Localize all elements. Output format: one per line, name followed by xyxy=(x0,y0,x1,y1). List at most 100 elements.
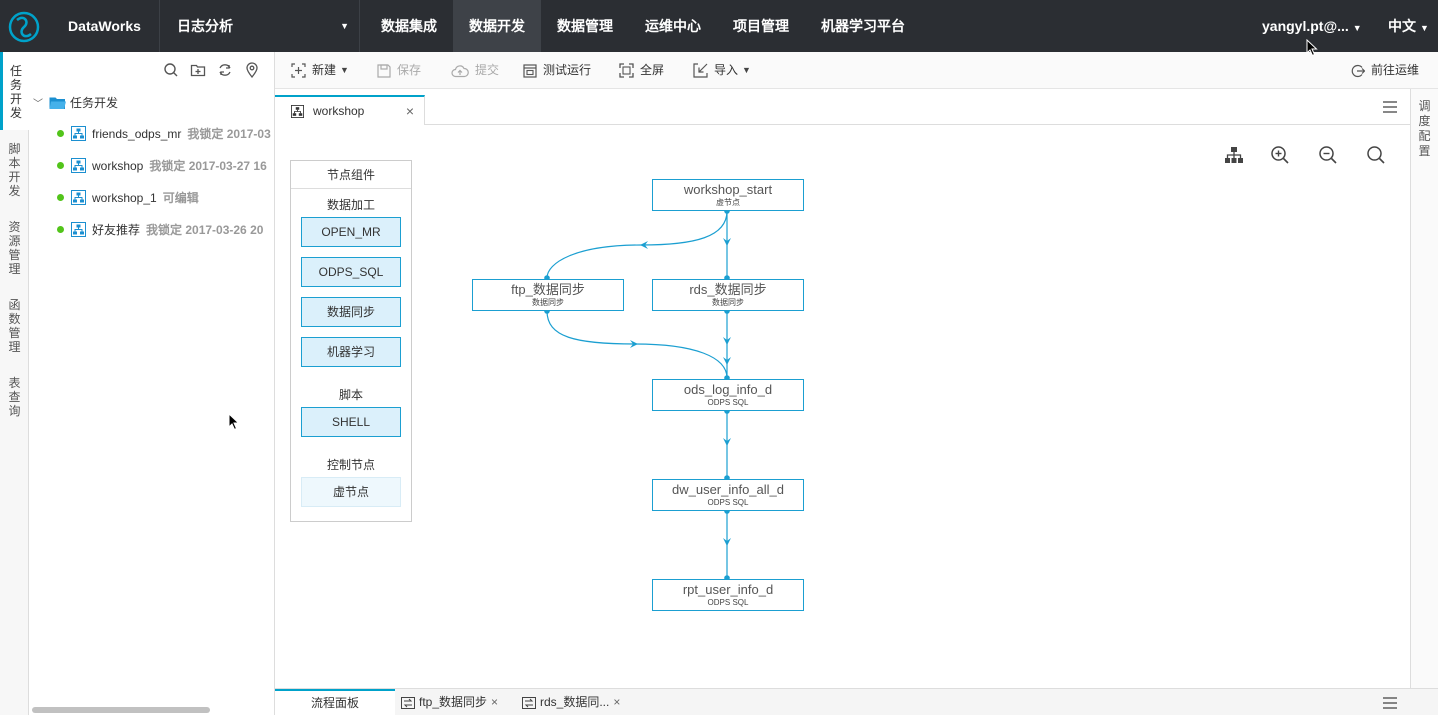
save-button[interactable]: 保存 xyxy=(377,52,421,89)
vtab-table-query[interactable]: 表查询 xyxy=(8,376,21,418)
dag-node-workshop-start[interactable]: workshop_start 虚节点 xyxy=(652,179,804,211)
dag-edges xyxy=(544,208,731,581)
dag-node-rds-sync[interactable]: rds_数据同步 数据同步 xyxy=(652,279,804,311)
vtab-task-dev[interactable]: 任务开发 xyxy=(0,52,29,130)
close-icon[interactable]: × xyxy=(405,103,414,119)
workflow-icon xyxy=(71,158,86,173)
menu-data-management[interactable]: 数据管理 xyxy=(557,18,613,34)
fullscreen-icon xyxy=(619,63,634,78)
top-navbar: DataWorks 日志分析 ▼ 数据集成 数据开发 数据管理 运维中心 项目管… xyxy=(0,0,1438,52)
schedule-config-tab[interactable]: 调度配置 xyxy=(1410,89,1438,689)
menu-project-management[interactable]: 项目管理 xyxy=(733,18,789,34)
user-name: yangyl.pt@... xyxy=(1262,18,1349,34)
tree-item-name: friends_odps_mr xyxy=(92,126,182,141)
status-dot-icon xyxy=(57,226,64,233)
workflow-icon xyxy=(71,126,86,141)
cloud-upload-icon xyxy=(451,64,469,77)
workflow-icon xyxy=(71,222,86,237)
locate-icon[interactable] xyxy=(244,62,260,78)
dag-node-dw-user-info-all-d[interactable]: dw_user_info_all_d ODPS SQL xyxy=(652,479,804,511)
status-dot-icon xyxy=(57,130,64,137)
vtab-script-dev[interactable]: 脚本开发 xyxy=(8,142,21,198)
workflow-icon xyxy=(71,190,86,205)
submit-button[interactable]: 提交 xyxy=(451,52,499,89)
caret-down-icon: ▼ xyxy=(1420,23,1429,33)
language-selector[interactable]: 中文 ▼ xyxy=(1388,0,1429,52)
dag-node-rpt-user-info-d[interactable]: rpt_user_info_d ODPS SQL xyxy=(652,579,804,611)
folder-open-icon xyxy=(49,97,66,109)
palette-item-open-mr[interactable]: OPEN_MR xyxy=(301,217,401,247)
project-selector[interactable]: 日志分析 ▼ xyxy=(160,0,360,52)
tree-item-name: workshop_1 xyxy=(92,190,157,205)
horizontal-scrollbar[interactable] xyxy=(32,707,210,713)
mouse-cursor-icon xyxy=(1306,39,1318,57)
new-icon xyxy=(291,63,306,78)
save-icon xyxy=(377,63,391,78)
palette-item-data-sync[interactable]: 数据同步 xyxy=(301,297,401,327)
tree-item-name: workshop xyxy=(92,158,144,173)
dataworks-logo-icon[interactable] xyxy=(0,0,50,52)
zoom-out-icon[interactable] xyxy=(1318,145,1338,165)
palette-item-shell[interactable]: SHELL xyxy=(301,407,401,437)
workflow-canvas[interactable]: 节点组件 数据加工 OPEN_MR ODPS_SQL 数据同步 机器学习 脚本 … xyxy=(275,125,1410,688)
goto-ops-icon xyxy=(1351,64,1365,77)
new-folder-icon[interactable] xyxy=(190,62,206,78)
menu-data-integration[interactable]: 数据集成 xyxy=(381,18,437,34)
tab-workshop[interactable]: workshop × xyxy=(275,95,425,125)
chevron-down-icon[interactable]: ﹀ xyxy=(33,99,43,110)
close-icon[interactable]: × xyxy=(613,695,621,709)
tree-item-status: 我锁定 2017-03 xyxy=(187,127,271,141)
import-button[interactable]: 导入▼ xyxy=(693,52,751,89)
tree-item[interactable]: workshop 我锁定 2017-03-27 16 xyxy=(57,157,267,174)
menu-icon[interactable] xyxy=(1382,101,1398,113)
dag-node-ods-log-info-d[interactable]: ods_log_info_d ODPS SQL xyxy=(652,379,804,411)
tree-item[interactable]: 好友推荐 我锁定 2017-03-26 20 xyxy=(57,221,263,238)
zoom-in-icon[interactable] xyxy=(1270,145,1290,165)
menu-icon[interactable] xyxy=(1382,697,1398,709)
task-tree-panel: ﹀ 任务开发 friends_odps_mr 我锁定 2017-03 works… xyxy=(29,52,275,715)
left-vertical-tabs: 任务开发 脚本开发 资源管理 函数管理 表查询 xyxy=(0,52,29,715)
sync-icon xyxy=(401,696,415,709)
brand-name[interactable]: DataWorks xyxy=(50,0,160,52)
menu-machine-learning[interactable]: 机器学习平台 xyxy=(821,18,905,34)
new-button[interactable]: 新建▼ xyxy=(291,52,349,89)
tab-ftp-sync[interactable]: ftp_数据同步 × xyxy=(401,689,517,716)
mouse-cursor-icon xyxy=(228,413,240,431)
palette-item-virtual-node[interactable]: 虚节点 xyxy=(301,477,401,507)
tree-root-label: 任务开发 xyxy=(70,96,119,110)
palette-group-data: 数据加工 xyxy=(326,198,375,212)
bottom-tab-bar: 流程面板 ftp_数据同步 × rds_数据同... × xyxy=(275,688,1438,716)
auto-layout-icon[interactable] xyxy=(1223,145,1245,165)
test-run-button[interactable]: 测试运行 xyxy=(523,52,591,89)
palette-item-machine-learning[interactable]: 机器学习 xyxy=(301,337,401,367)
language-label: 中文 xyxy=(1388,18,1416,34)
status-dot-icon xyxy=(57,162,64,169)
editor-tab-bar: workshop × xyxy=(275,89,1410,125)
vtab-function-mgmt[interactable]: 函数管理 xyxy=(8,298,21,354)
tab-flow-panel[interactable]: 流程面板 xyxy=(275,689,395,716)
tree-root-folder[interactable]: ﹀ 任务开发 xyxy=(33,94,118,111)
close-icon[interactable]: × xyxy=(491,695,499,709)
project-name: 日志分析 xyxy=(177,18,233,34)
tree-toolbar xyxy=(163,62,260,78)
goto-ops-button[interactable]: 前往运维 xyxy=(1351,52,1419,89)
refresh-icon[interactable] xyxy=(217,62,233,78)
tree-item[interactable]: workshop_1 可编辑 xyxy=(57,189,199,206)
tree-item-status: 可编辑 xyxy=(162,191,199,205)
vtab-resource-mgmt[interactable]: 资源管理 xyxy=(8,220,21,276)
caret-down-icon: ▼ xyxy=(340,21,349,31)
dag-node-ftp-sync[interactable]: ftp_数据同步 数据同步 xyxy=(472,279,624,311)
user-menu[interactable]: yangyl.pt@...▼ xyxy=(1262,0,1362,52)
tab-rds-sync[interactable]: rds_数据同... × xyxy=(522,689,632,716)
caret-down-icon: ▼ xyxy=(340,65,349,75)
palette-item-odps-sql[interactable]: ODPS_SQL xyxy=(301,257,401,287)
menu-data-development[interactable]: 数据开发 xyxy=(453,0,541,52)
fit-view-icon[interactable] xyxy=(1366,145,1386,165)
caret-down-icon: ▼ xyxy=(742,65,751,75)
fullscreen-button[interactable]: 全屏 xyxy=(619,52,664,89)
menu-ops-center[interactable]: 运维中心 xyxy=(645,18,701,34)
tree-item[interactable]: friends_odps_mr 我锁定 2017-03 xyxy=(57,125,271,142)
main-menu: 数据集成 数据开发 数据管理 运维中心 项目管理 机器学习平台 xyxy=(365,0,921,52)
editor-toolbar: 新建▼ 保存 提交 测试运行 全屏 导入▼ 前往运维 xyxy=(275,52,1438,89)
search-icon[interactable] xyxy=(163,62,179,78)
